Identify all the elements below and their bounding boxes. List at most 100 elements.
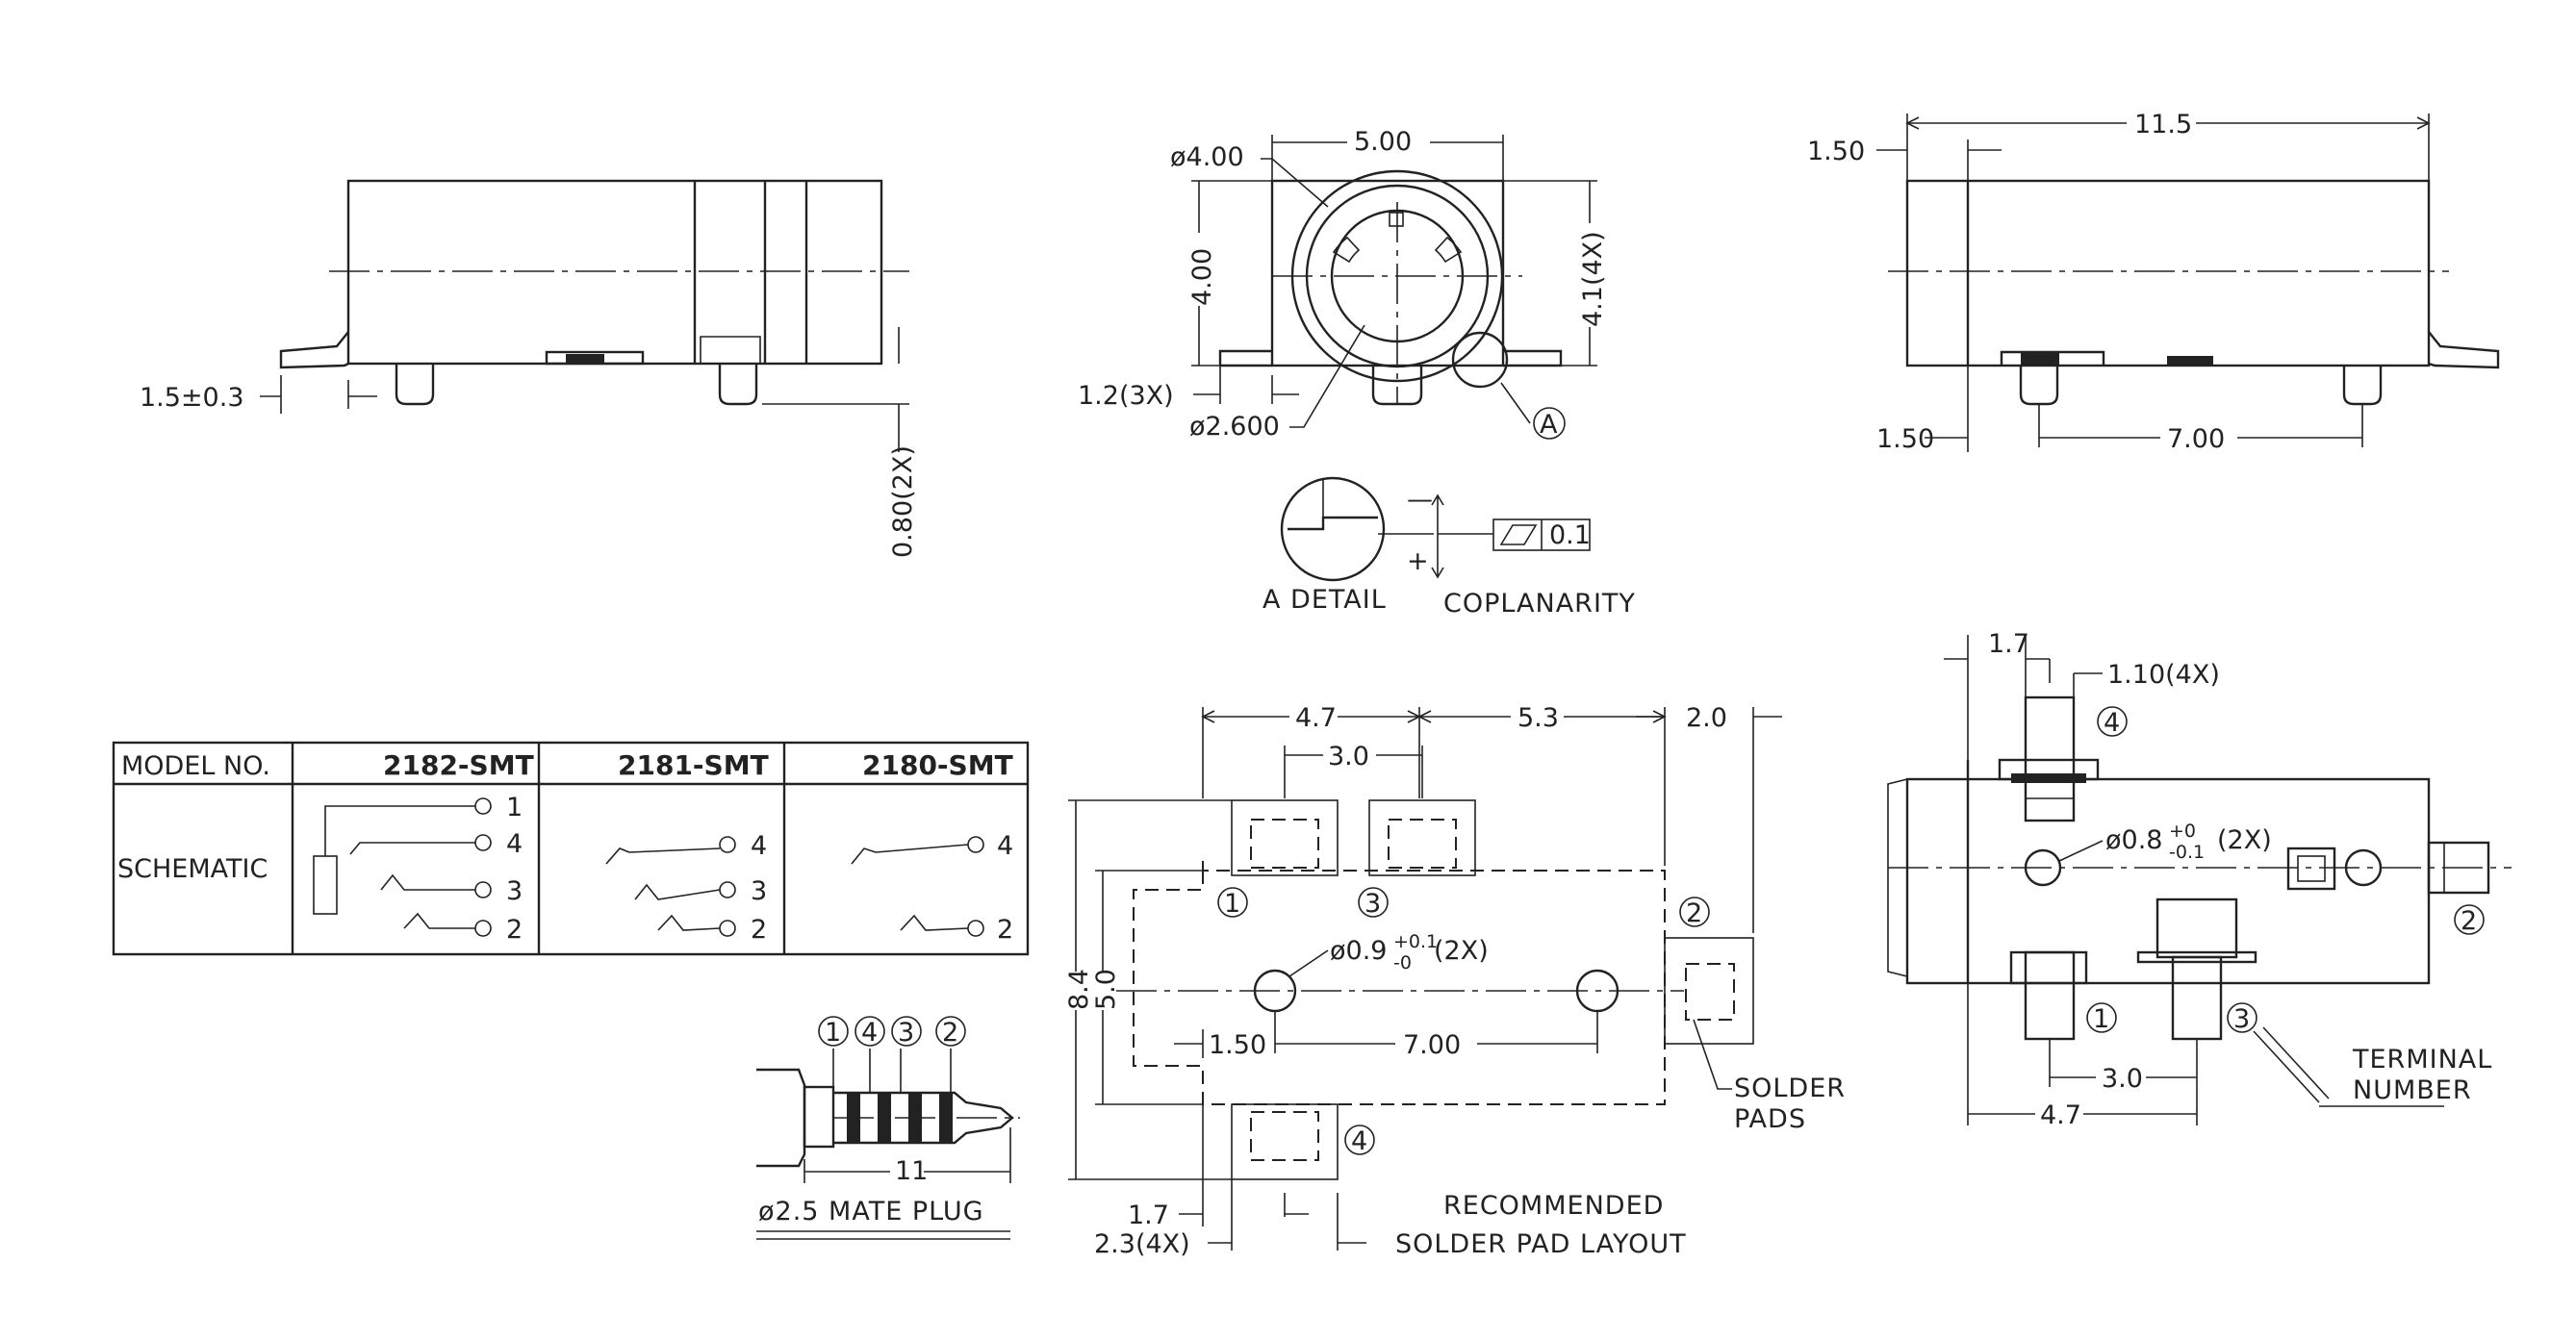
table-model-2181: 2181-SMT <box>618 749 769 781</box>
table-row-schematic: SCHEMATIC <box>117 854 268 884</box>
pad-dim-3-0: 3.0 <box>1328 742 1369 771</box>
terminal-number-label-1: TERMINAL <box>2352 1045 2492 1075</box>
bottom-hole-diameter: ø0.8 <box>2105 825 2162 855</box>
flatness-icon <box>1499 524 1538 545</box>
schematic-2180-pin-4: 4 <box>997 831 1013 861</box>
side-view-right: 11.5 1.50 1.50 7.00 <box>1807 110 2500 454</box>
pad-hole-tol-minus: -0 <box>1393 952 1412 973</box>
schematic-2182-pin-3: 3 <box>506 876 523 906</box>
mate-plug-tip <box>833 1091 1014 1145</box>
pad-dim-1-7: 1.7 <box>1128 1201 1169 1230</box>
terminal-number-label-2: NUMBER <box>2353 1075 2472 1105</box>
bottom-pin-2 <box>2427 841 2490 895</box>
pad-label-4: 4 <box>1351 1126 1367 1156</box>
pad-hole-count: (2X) <box>1434 936 1489 966</box>
pad-label-3: 3 <box>1365 889 1381 919</box>
pad-dim-7-00: 7.00 <box>1403 1030 1461 1060</box>
table-model-2182: 2182-SMT <box>383 749 534 781</box>
dim-height-tolerance: 1.5±0.3 <box>140 383 244 413</box>
pad-dim-5-3: 5.3 <box>1518 703 1559 733</box>
pad-hole-left <box>1253 969 1297 1013</box>
detail-a-circle <box>1280 476 1386 582</box>
pad-dim-2-0: 2.0 <box>1686 703 1727 733</box>
pad-4 <box>1231 1103 1339 1180</box>
pad-label-1: 1 <box>1224 889 1240 919</box>
coplanarity-value: 0.1 <box>1549 520 1591 550</box>
pad-3 <box>1368 799 1476 876</box>
schematic-2181-pin-4: 4 <box>751 831 767 861</box>
mate-plug-label: ø2.5 MATE PLUG <box>758 1197 984 1226</box>
schematic-2182-pin-1: 1 <box>506 793 523 822</box>
mate-plug-pin-2: 2 <box>942 1018 958 1048</box>
schematic-2182-pin-2: 2 <box>506 915 523 945</box>
schematic-2181-pin-2: 2 <box>751 915 767 945</box>
schematic-2181: 4 3 2 <box>605 831 767 945</box>
mate-plug-pin-4: 4 <box>861 1018 878 1048</box>
pad-dim-2-3: 2.3(4X) <box>1094 1229 1190 1259</box>
dim-offset-top: 1.50 <box>1807 137 1865 166</box>
mate-plug: 1 4 3 2 11 ø2.5 MATE PLUG <box>756 1016 1020 1240</box>
dim-front-width: 5.00 <box>1354 127 1412 157</box>
bottom-hole-left <box>2024 848 2062 887</box>
schematic-2182: 1 4 3 2 <box>313 793 523 945</box>
bottom-terminal-3: 3 <box>2233 1004 2250 1034</box>
bottom-hole-right <box>2344 848 2383 887</box>
dim-outer-diameter: ø4.00 <box>1170 142 1244 172</box>
bottom-dim-1-10: 1.10(4X) <box>2107 660 2220 690</box>
mate-plug-pin-1: 1 <box>825 1018 841 1048</box>
pad-2 <box>1664 937 1754 1045</box>
pad-dim-4-7: 4.7 <box>1295 703 1337 733</box>
bottom-hole-count: (2X) <box>2217 825 2272 855</box>
bottom-hole-tol-plus: +0 <box>2169 821 2196 842</box>
schematic-2181-pin-3: 3 <box>751 876 767 906</box>
coplanarity-label: COPLANARITY <box>1443 589 1636 619</box>
pad-hole-right <box>1575 969 1620 1013</box>
side-right-body <box>1905 179 2431 367</box>
detail-a-caption: A DETAIL <box>1262 585 1387 615</box>
bottom-view: 4 ø0.8 +0 -0.1 (2X) 2 1 3 1.7 <box>1887 629 2512 1130</box>
dim-offset-bottom: 1.50 <box>1876 424 1934 454</box>
pad-hole-diameter: ø0.9 <box>1330 936 1387 966</box>
solder-pads-label-1: SOLDER <box>1734 1074 1846 1103</box>
bottom-dim-3-0: 3.0 <box>2102 1064 2143 1094</box>
detail-a-label: A <box>1540 410 1558 440</box>
bottom-terminal-1: 1 <box>2093 1004 2109 1034</box>
detail-minus-sign: — <box>1407 485 1433 515</box>
schematic-2180-pin-2: 2 <box>997 915 1013 945</box>
detail-a: A DETAIL — + 0.1 COPLANARITY <box>1262 476 1636 619</box>
dim-inner-diameter: ø2.600 <box>1189 412 1280 442</box>
side-view-left: 1.5±0.3 0.80(2X) <box>140 179 918 558</box>
detail-plus-sign: + <box>1407 546 1429 576</box>
solder-pad-layout: 1 3 2 4 4.7 5.3 2.0 3.0 8.4 <box>1064 703 1846 1259</box>
dim-front-pin: 1.2(3X) <box>1078 381 1174 411</box>
front-view: 5.00 ø4.00 4.00 4.1(4X) 1.2(3X) ø2.600 A <box>1078 127 1608 442</box>
solder-pads-label-2: PADS <box>1734 1104 1806 1134</box>
pad-dim-1-50: 1.50 <box>1209 1030 1266 1060</box>
dim-pin-height: 0.80(2X) <box>888 445 918 558</box>
pad-layout-title-1: RECOMMENDED <box>1443 1191 1664 1221</box>
table-header-model: MODEL NO. <box>121 751 270 781</box>
dim-total-length: 11.5 <box>2134 110 2192 139</box>
bottom-hole-tol-minus: -0.1 <box>2169 842 2205 863</box>
side-left-body <box>346 179 883 366</box>
pad-dim-5-0: 5.0 <box>1091 969 1121 1010</box>
bottom-terminal-4: 4 <box>2104 708 2120 738</box>
mate-plug-pin-3: 3 <box>898 1018 914 1048</box>
bottom-terminal-2: 2 <box>2461 906 2477 936</box>
mate-plug-dim-length: 11 <box>895 1156 928 1186</box>
dim-front-total-height: 4.1(4X) <box>1578 231 1608 327</box>
model-table: MODEL NO. 2182-SMT 2181-SMT 2180-SMT SCH… <box>112 741 1030 956</box>
bottom-dim-4-7: 4.7 <box>2040 1100 2081 1130</box>
pad-dim-8-4: 8.4 <box>1064 969 1094 1010</box>
schematic-2182-pin-4: 4 <box>506 829 523 859</box>
detail-a-callout-circle <box>1451 331 1509 389</box>
pad-layout-title-2: SOLDER PAD LAYOUT <box>1395 1229 1687 1259</box>
pad-label-2: 2 <box>1686 898 1702 928</box>
dim-pin-spacing: 7.00 <box>2167 424 2225 454</box>
table-model-2180: 2180-SMT <box>862 749 1013 781</box>
pad-layout-outline <box>1133 870 1666 1105</box>
pad-1 <box>1231 799 1339 876</box>
bottom-pin-1 <box>2024 950 2076 1041</box>
pad-hole-tol-plus: +0.1 <box>1393 931 1438 952</box>
